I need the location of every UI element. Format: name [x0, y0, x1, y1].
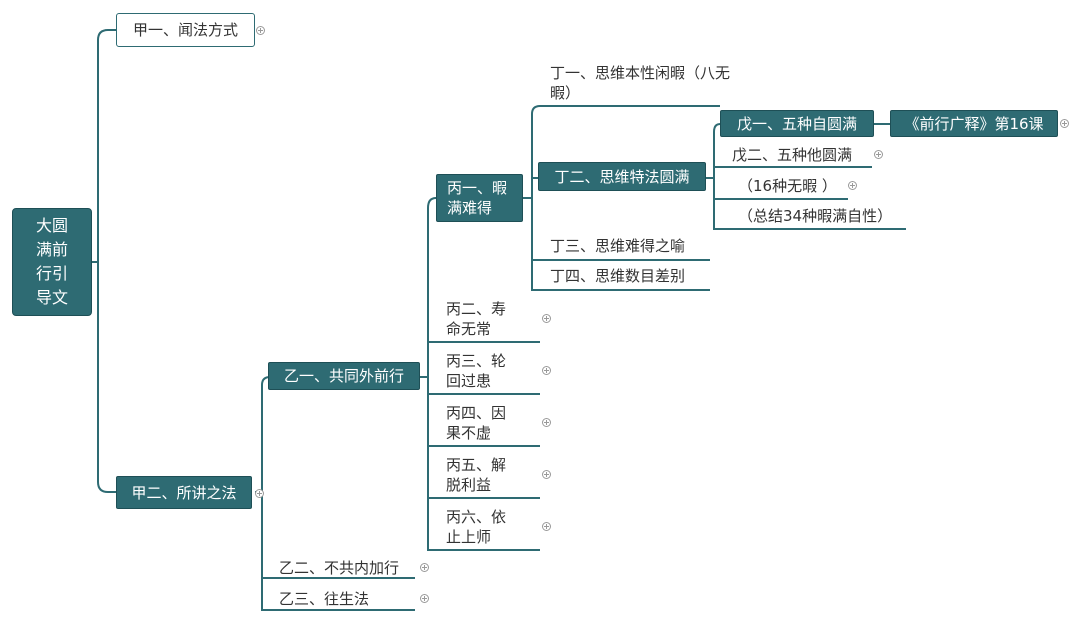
ding3-label: 丁三、思维难得之喻 — [550, 237, 686, 255]
ding4-label: 丁四、思维数目差别 — [550, 267, 686, 285]
bing1-label: 丙一、暇满难得 — [447, 179, 508, 217]
bing4-label: 丙四、因果不虚 — [446, 404, 507, 442]
bing5-label: 丙五、解脱利益 — [446, 456, 507, 494]
ding2-label: 丁二、思维特法圆满 — [554, 167, 690, 186]
bing2-label: 丙二、寿命无常 — [446, 300, 507, 338]
root-label: 大圆满前行引导文 — [35, 216, 68, 307]
yi3-label: 乙三、往生法 — [279, 590, 370, 608]
expand-icon[interactable] — [256, 26, 265, 35]
expand-icon[interactable] — [1060, 119, 1069, 128]
ding1-label: 丁一、思维本性闲暇（八无暇） — [550, 64, 731, 102]
expand-icon[interactable] — [542, 418, 551, 427]
bing4-node[interactable]: 丙四、因果不虚 — [446, 403, 518, 443]
bing3-node[interactable]: 丙三、轮回过患 — [446, 351, 518, 391]
bing2-node[interactable]: 丙二、寿命无常 — [446, 299, 518, 339]
expand-icon[interactable] — [420, 594, 429, 603]
expand-icon[interactable] — [542, 366, 551, 375]
yi1-node[interactable]: 乙一、共同外前行 — [268, 362, 420, 390]
ding3-node[interactable]: 丁三、思维难得之喻 — [550, 236, 685, 256]
yi2-node[interactable]: 乙二、不共内加行 — [279, 558, 399, 578]
note2-node[interactable]: （总结34种暇满自性） — [738, 206, 892, 226]
jia1-label: 甲一、闻法方式 — [132, 21, 238, 39]
bing5-node[interactable]: 丙五、解脱利益 — [446, 455, 518, 495]
bing6-node[interactable]: 丙六、依止上师 — [446, 507, 518, 547]
ding1-node[interactable]: 丁一、思维本性闲暇（八无暇） — [550, 63, 750, 103]
note2-label: （总结34种暇满自性） — [738, 207, 893, 225]
ding4-node[interactable]: 丁四、思维数目差别 — [550, 266, 685, 286]
expand-icon[interactable] — [542, 470, 551, 479]
expand-icon[interactable] — [420, 563, 429, 572]
bing1-node[interactable]: 丙一、暇满难得 — [436, 174, 523, 222]
root-node[interactable]: 大圆满前行引导文 — [12, 208, 92, 316]
note1-label: （16种无暇 ） — [738, 177, 837, 195]
lesson-node[interactable]: 《前行广释》第16课 — [890, 110, 1058, 137]
ding2-node[interactable]: 丁二、思维特法圆满 — [538, 162, 706, 191]
wu1-node[interactable]: 戊一、五种自圆满 — [720, 110, 874, 137]
yi3-node[interactable]: 乙三、往生法 — [279, 589, 369, 609]
jia2-node[interactable]: 甲二、所讲之法 — [116, 476, 252, 509]
collapse-icon[interactable] — [255, 489, 264, 498]
yi2-label: 乙二、不共内加行 — [279, 559, 400, 577]
expand-icon[interactable] — [542, 522, 551, 531]
wu2-node[interactable]: 戊二、五种他圆满 — [732, 145, 852, 165]
bing3-label: 丙三、轮回过患 — [446, 352, 507, 390]
expand-icon[interactable] — [848, 181, 857, 190]
expand-icon[interactable] — [542, 314, 551, 323]
expand-icon[interactable] — [874, 150, 883, 159]
note1-node[interactable]: （16种无暇 ） — [738, 176, 837, 196]
yi1-label: 乙一、共同外前行 — [283, 367, 404, 385]
lesson-label: 《前行广释》第16课 — [904, 114, 1044, 133]
wu1-label: 戊一、五种自圆满 — [736, 114, 857, 133]
jia1-node[interactable]: 甲一、闻法方式 — [116, 13, 255, 47]
wu2-label: 戊二、五种他圆满 — [732, 146, 853, 164]
bing6-label: 丙六、依止上师 — [446, 508, 507, 546]
jia2-label: 甲二、所讲之法 — [131, 483, 237, 502]
